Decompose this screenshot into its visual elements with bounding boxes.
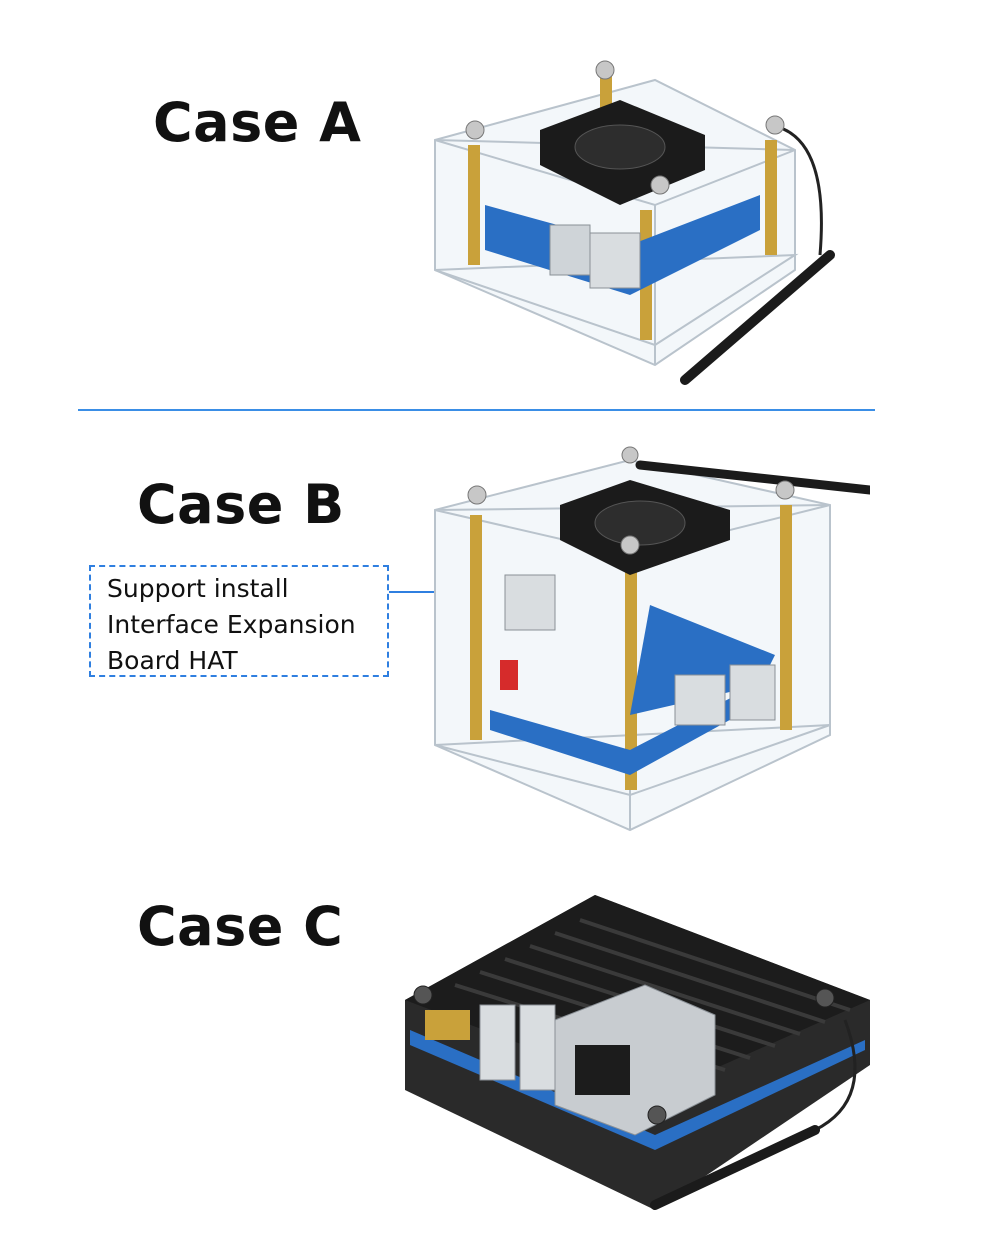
callout-line: Interface Expansion [107, 610, 356, 639]
case-c-image [405, 895, 870, 1210]
section-divider [78, 409, 875, 411]
case-a-label: Case A [153, 91, 362, 154]
callout-line: Support install [107, 574, 289, 603]
hat-support-callout: Support install Interface Expansion Boar… [89, 565, 389, 677]
case-a-image [434, 60, 835, 385]
callout-line: Board HAT [107, 646, 238, 675]
case-b-image [434, 446, 870, 832]
case-c-label: Case C [137, 895, 344, 958]
case-b-label: Case B [137, 473, 345, 536]
